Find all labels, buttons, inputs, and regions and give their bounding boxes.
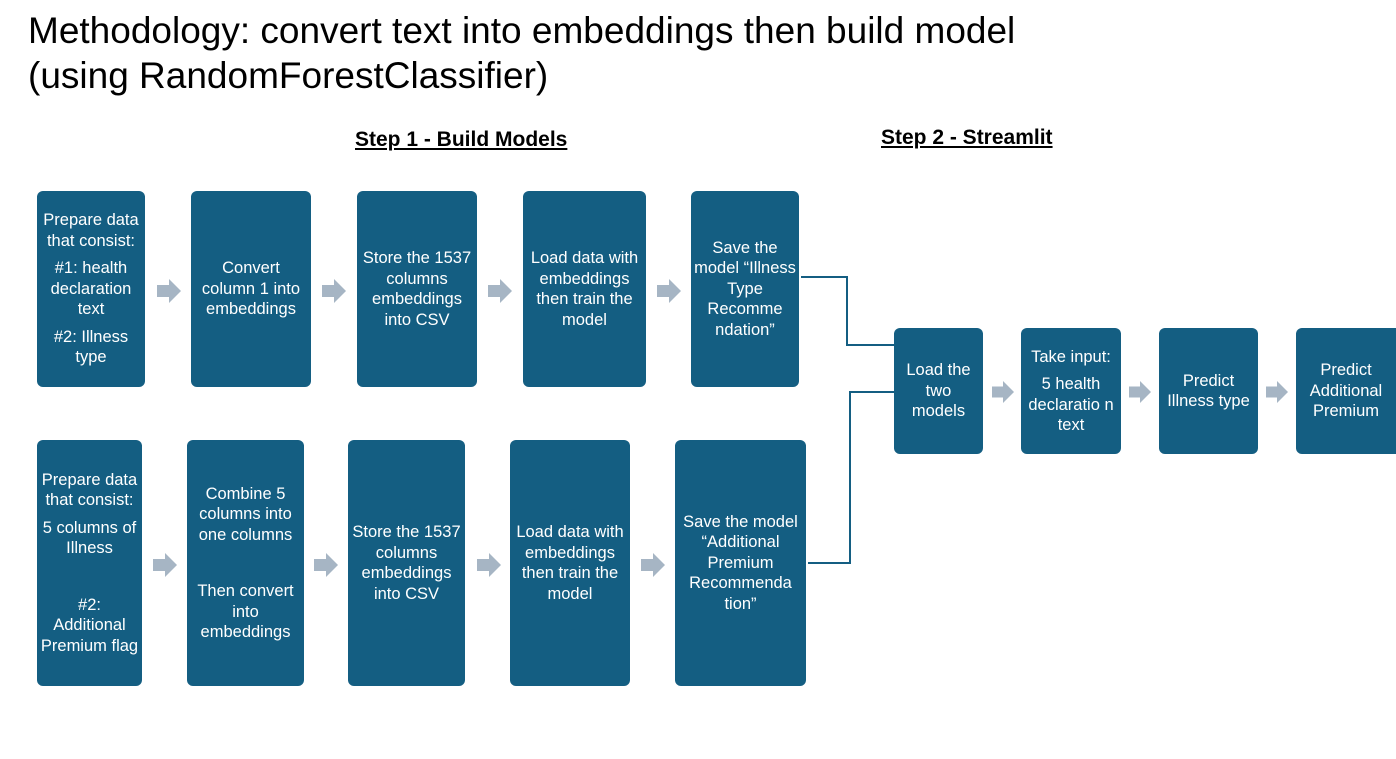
take-input-text-1: Take input: bbox=[1031, 347, 1111, 366]
row2-load-text: Load data with embeddings then train the… bbox=[516, 523, 624, 603]
load-models-box: Load the two models bbox=[894, 328, 983, 454]
predict-illness-box: Predict Illness type bbox=[1159, 328, 1258, 454]
row1-convert-text: Convert column 1 into embeddings bbox=[201, 259, 301, 319]
row1-save-box: Save the model “Illness Type Recomme nda… bbox=[691, 191, 799, 387]
row2-save-box: Save the model “Additional Premium Recom… bbox=[675, 440, 806, 686]
row1-prepare-text-3: #2: Illness type bbox=[53, 327, 129, 367]
arrow-right-icon bbox=[322, 279, 346, 303]
row2-combine-box: Combine 5 columns into one columns Then … bbox=[187, 440, 304, 686]
row2-combine-text-1: Combine 5 columns into one columns bbox=[198, 484, 293, 544]
row2-prepare-text-2: 5 columns of Illness bbox=[42, 518, 137, 558]
arrow-right-icon bbox=[657, 279, 681, 303]
arrow-right-icon bbox=[992, 381, 1014, 403]
load-models-text: Load the two models bbox=[906, 361, 971, 421]
connector-row1-to-load bbox=[801, 276, 894, 346]
row2-load-box: Load data with embeddings then train the… bbox=[510, 440, 630, 686]
row1-prepare-text-1: Prepare data that consist: bbox=[43, 211, 139, 250]
row1-load-text: Load data with embeddings then train the… bbox=[530, 249, 639, 329]
row1-save-text: Save the model “Illness Type Recomme nda… bbox=[694, 238, 796, 339]
arrow-right-icon bbox=[1266, 381, 1288, 403]
row2-combine-text-2: Then convert into embeddings bbox=[197, 582, 294, 641]
row2-prepare-text-1: Prepare data that consist: bbox=[41, 470, 138, 510]
row2-store-text: Store the 1537 columns embeddings into C… bbox=[352, 523, 461, 603]
title-line-1: Methodology: convert text into embedding… bbox=[28, 10, 1016, 51]
row2-save-text: Save the model “Additional Premium Recom… bbox=[683, 512, 798, 613]
step2-heading: Step 2 - Streamlit bbox=[881, 126, 1053, 149]
take-input-box: Take input: 5 health declaratio n text bbox=[1021, 328, 1121, 454]
predict-premium-box: Predict Additional Premium bbox=[1296, 328, 1396, 454]
row1-convert-box: Convert column 1 into embeddings bbox=[191, 191, 311, 387]
arrow-right-icon bbox=[477, 553, 501, 577]
slide-title: Methodology: convert text into embedding… bbox=[28, 8, 1328, 98]
arrow-right-icon bbox=[1129, 381, 1151, 403]
predict-premium-text: Predict Additional Premium bbox=[1309, 361, 1383, 421]
arrow-right-icon bbox=[488, 279, 512, 303]
row1-store-box: Store the 1537 columns embeddings into C… bbox=[357, 191, 477, 387]
arrow-right-icon bbox=[641, 553, 665, 577]
title-line-2: (using RandomForestClassifier) bbox=[28, 55, 549, 96]
row1-load-box: Load data with embeddings then train the… bbox=[523, 191, 646, 387]
row1-store-text: Store the 1537 columns embeddings into C… bbox=[362, 249, 472, 329]
row1-prepare-text-2: #1: health declaration text bbox=[50, 259, 132, 319]
step1-heading: Step 1 - Build Models bbox=[355, 128, 568, 151]
predict-illness-text: Predict Illness type bbox=[1167, 371, 1250, 411]
connector-row2-to-load bbox=[808, 391, 894, 564]
row2-prepare-text-3: #2: Additional Premium flag bbox=[40, 595, 139, 655]
take-input-text-2: 5 health declaratio n text bbox=[1028, 375, 1114, 434]
arrow-right-icon bbox=[157, 279, 181, 303]
row2-prepare-box: Prepare data that consist: 5 columns of … bbox=[37, 440, 142, 686]
arrow-right-icon bbox=[314, 553, 338, 577]
row2-store-box: Store the 1537 columns embeddings into C… bbox=[348, 440, 465, 686]
row1-prepare-box: Prepare data that consist: #1: health de… bbox=[37, 191, 145, 387]
arrow-right-icon bbox=[153, 553, 177, 577]
